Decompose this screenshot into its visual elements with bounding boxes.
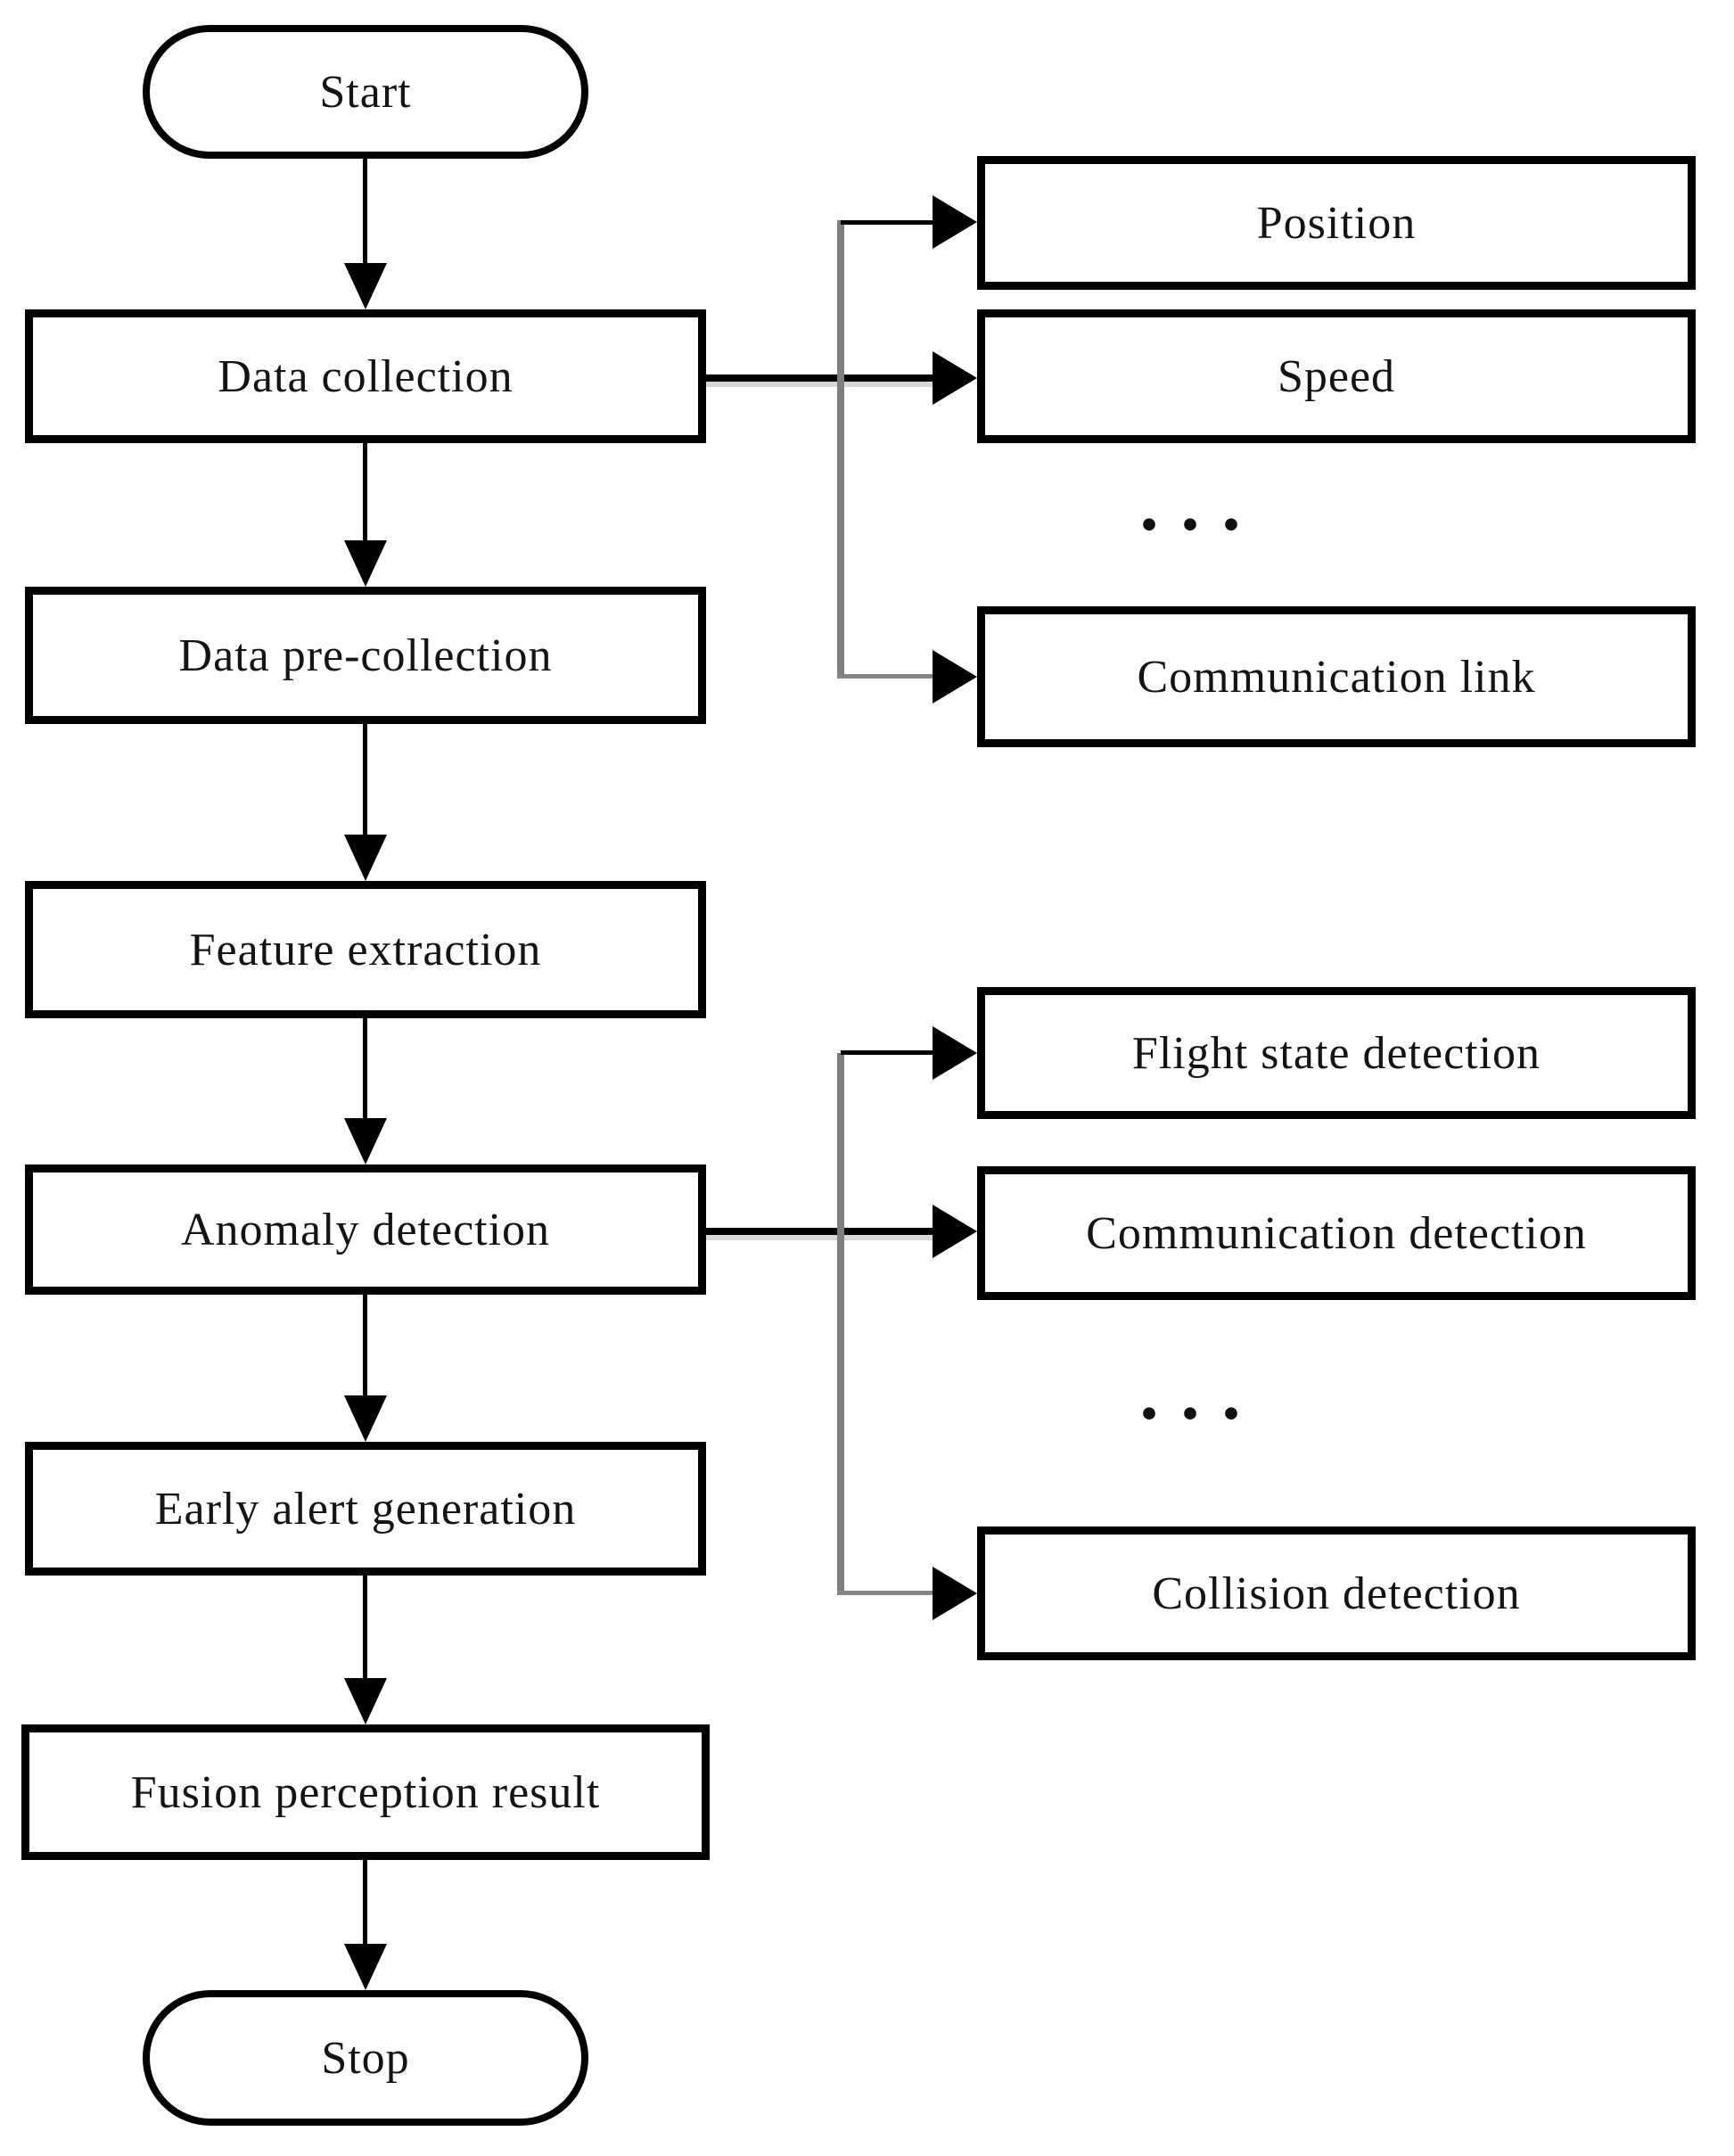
node-fusion-perception-result: Fusion perception result [21,1724,710,1860]
arrow-data-collection-to-pre-collection-stem [363,443,367,543]
arrow-fusion-to-stop-head [344,1944,387,1990]
arrow-feature-extraction-to-anomaly-head [344,1118,387,1164]
node-communication-link: Communication link [977,606,1696,747]
node-data-collection: Data collection [25,309,706,443]
node-communication-link-label: Communication link [1137,651,1536,703]
arrow-anomaly-to-early-alert-head [344,1395,387,1442]
node-communication-detection: Communication detection [977,1166,1696,1300]
arrow-anomaly-to-early-alert-stem [363,1295,367,1400]
node-collision-detection: Collision detection [977,1526,1696,1660]
node-flight-state-detection: Flight state detection [977,987,1696,1119]
arrow-start-to-data-collection-stem [363,159,367,267]
node-data-pre-collection: Data pre-collection [25,587,706,724]
arrow-data-collection-to-pre-collection-head [344,540,387,587]
node-flight-state-detection-label: Flight state detection [1131,1027,1541,1079]
connector-branch-position-line [841,220,939,225]
connector-anomaly-detection-main-line [706,1228,936,1235]
node-early-alert-generation: Early alert generation [25,1442,706,1576]
node-start-label: Start [319,66,412,118]
node-communication-detection-label: Communication detection [1086,1207,1587,1259]
node-data-pre-collection-label: Data pre-collection [178,630,553,681]
node-speed: Speed [977,309,1696,443]
node-early-alert-generation-label: Early alert generation [154,1483,577,1535]
connector-branch-collision-line [837,1591,939,1595]
node-collision-detection-label: Collision detection [1152,1568,1521,1619]
arrowhead-communication-detection [933,1205,977,1258]
arrow-early-alert-to-fusion-head [344,1678,387,1724]
arrow-pre-collection-to-feature-extraction-stem [363,724,367,838]
node-anomaly-detection: Anomaly detection [25,1164,706,1295]
node-feature-extraction: Feature extraction [25,881,706,1018]
arrow-feature-extraction-to-anomaly-stem [363,1018,367,1122]
node-data-collection-label: Data collection [218,350,514,402]
ellipsis-anomaly-outputs: ··· [1136,1371,1261,1455]
node-start: Start [143,25,588,159]
arrowhead-flight-state-detection [933,1026,977,1080]
connector-anomaly-detection-vertical-trunk [837,1053,844,1595]
arrowhead-communication-link [933,650,977,704]
node-speed-label: Speed [1277,350,1396,402]
arrowhead-collision-detection [933,1567,977,1620]
arrow-fusion-to-stop-stem [363,1860,367,1948]
node-feature-extraction-label: Feature extraction [189,924,542,975]
node-stop: Stop [143,1990,588,2126]
connector-data-collection-main-line [706,374,936,382]
connector-branch-flight-state-line [841,1050,939,1055]
arrow-pre-collection-to-feature-extraction-head [344,835,387,881]
node-position-label: Position [1256,197,1417,249]
connector-data-collection-vertical-trunk [837,220,844,679]
node-position: Position [977,156,1696,290]
node-anomaly-detection-label: Anomaly detection [180,1204,551,1255]
connector-branch-communication-link-line [837,674,939,679]
arrowhead-speed [933,351,977,405]
node-fusion-perception-result-label: Fusion perception result [130,1766,601,1818]
arrow-early-alert-to-fusion-stem [363,1576,367,1683]
arrowhead-position [933,195,977,249]
ellipsis-data-outputs: ··· [1136,482,1261,566]
node-stop-label: Stop [321,2032,410,2084]
arrow-start-to-data-collection-head [344,263,387,309]
